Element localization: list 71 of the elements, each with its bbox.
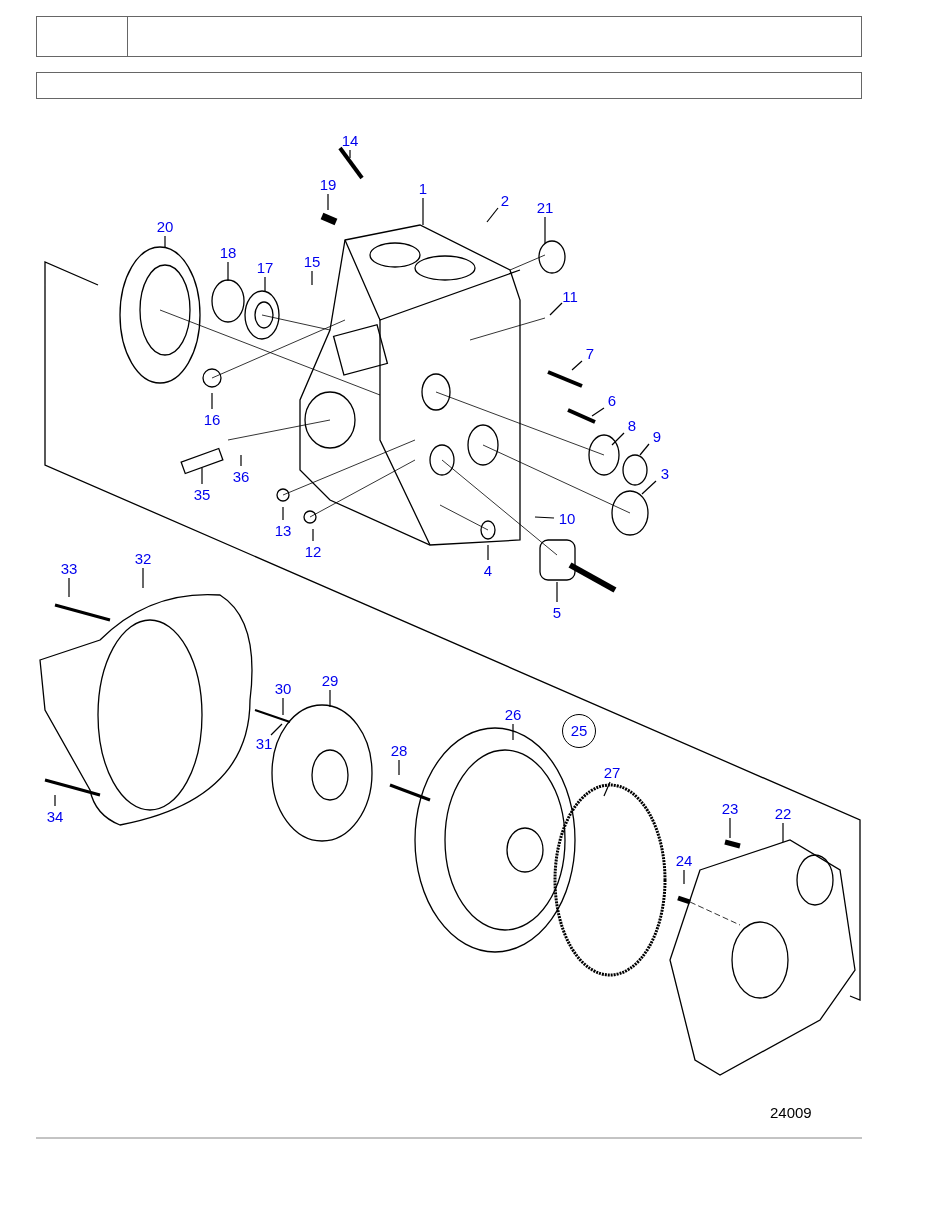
callout-number: 31 (254, 734, 274, 752)
callout-number: 20 (155, 217, 175, 235)
callout-number: 2 (499, 191, 511, 209)
callout-number: 21 (535, 198, 555, 216)
callout-number: 3 (659, 464, 671, 482)
callout-number: 33 (59, 559, 79, 577)
leader-line (534, 516, 555, 519)
leader-line (68, 577, 70, 598)
callout-number: 1 (417, 179, 429, 197)
callout-number: 35 (192, 485, 212, 503)
callout-number: 9 (651, 427, 663, 445)
leader-line (142, 567, 144, 589)
callout-number: 10 (557, 509, 577, 527)
leader-line (782, 822, 784, 843)
leader-line (556, 581, 558, 603)
callout-number: 32 (133, 549, 153, 567)
leader-line (639, 443, 650, 456)
leader-line (486, 207, 499, 223)
leader-line (329, 689, 331, 708)
callout-number: 29 (320, 671, 340, 689)
callout-number: 4 (482, 561, 494, 579)
callout-number: 34 (45, 807, 65, 825)
leader-line (164, 235, 166, 249)
leader-line (398, 759, 400, 776)
leader-line (211, 392, 213, 410)
leader-line (349, 149, 351, 159)
callout-number: 16 (202, 410, 222, 428)
leader-line (227, 261, 229, 282)
leader-line (54, 794, 56, 807)
leader-line (270, 723, 283, 736)
callout-number: 36 (231, 467, 251, 485)
leader-line (282, 697, 284, 716)
leader-line (311, 270, 313, 286)
leader-line (544, 216, 546, 244)
callout-number: 8 (626, 416, 638, 434)
leader-line (603, 781, 611, 797)
leader-line (201, 467, 203, 485)
callout-number: 30 (273, 679, 293, 697)
leader-line (240, 454, 242, 467)
leader-line (729, 817, 731, 839)
callout-number: 22 (773, 804, 793, 822)
callout-number: 28 (389, 741, 409, 759)
callout-number: 18 (218, 243, 238, 261)
callout-number: 11 (561, 287, 579, 305)
leader-line (282, 506, 284, 521)
leader-line (549, 302, 563, 316)
callout-number: 17 (255, 258, 275, 276)
callout-number: 27 (602, 763, 622, 781)
callout-number: 13 (273, 521, 293, 539)
leader-line (611, 432, 625, 446)
callout-number: 14 (340, 131, 360, 149)
callout-number: 12 (303, 542, 323, 560)
leader-line (327, 193, 329, 211)
leader-line (487, 544, 489, 561)
leader-line (422, 197, 424, 226)
callout-number: 26 (503, 705, 523, 723)
leader-line (641, 480, 657, 495)
leader-line (512, 723, 514, 741)
leader-line (312, 528, 314, 542)
callout-number: 7 (584, 344, 596, 362)
callout-number: 19 (318, 175, 338, 193)
callout-number: 15 (302, 252, 322, 270)
callout-number: 24 (674, 851, 694, 869)
leader-line (683, 869, 685, 885)
leader-line (264, 276, 266, 293)
leader-line (591, 407, 605, 417)
drawing-number: 24009 (770, 1104, 812, 1121)
callout-number: 6 (606, 391, 618, 409)
callout-number: 5 (551, 603, 563, 621)
callout-number: 23 (720, 799, 740, 817)
leader-line (571, 360, 583, 371)
